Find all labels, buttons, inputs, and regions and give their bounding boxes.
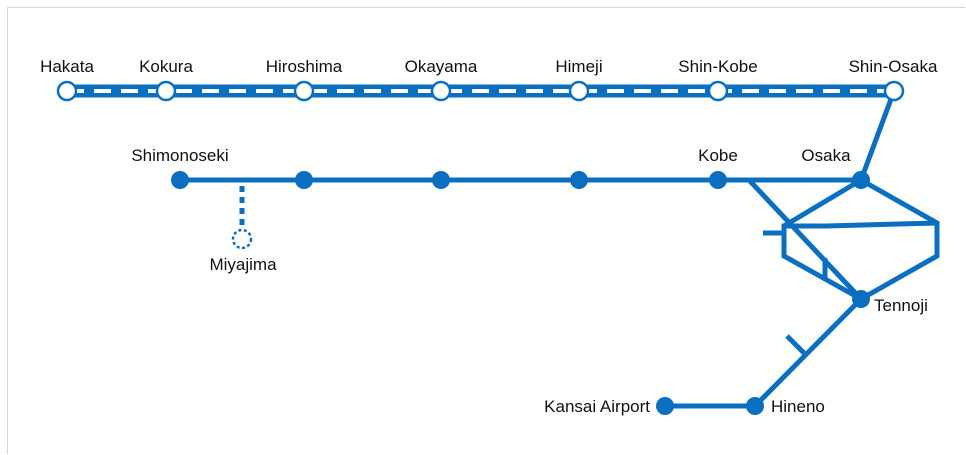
label-shin-osaka: Shin-Osaka [849,57,938,76]
label-hiroshima: Hiroshima [266,57,343,76]
station-hineno[interactable] [746,397,764,415]
track-layer [67,84,940,409]
map-frame [7,7,965,454]
station-hiroshima[interactable] [293,80,315,102]
label-himeji: Himeji [555,57,602,76]
station-kobe[interactable] [709,171,727,189]
station-okayama[interactable] [430,80,452,102]
hanwa-line-track [753,297,863,408]
station-himeji[interactable] [568,80,590,102]
station-shimonoseki[interactable] [171,171,189,189]
label-shimonoseki: Shimonoseki [131,146,228,165]
station-kokura[interactable] [155,80,177,102]
station-unlabeled-3[interactable] [570,171,588,189]
station-osaka[interactable] [852,171,870,189]
station-shin-kobe[interactable] [707,80,729,102]
station-shin-osaka[interactable] [883,80,905,102]
station-unlabeled-1[interactable] [295,171,313,189]
station-tennoji[interactable] [852,290,870,308]
shin-osaka-osaka-connector [858,90,897,181]
label-shin-kobe: Shin-Kobe [678,57,757,76]
label-osaka: Osaka [801,146,851,165]
osaka-loop-diagonal [782,177,863,229]
label-kokura: Kokura [139,57,193,76]
label-kobe: Kobe [698,146,738,165]
station-hakata[interactable] [56,80,78,102]
kobe-tennoji-line [747,178,863,301]
label-okayama: Okayama [405,57,478,76]
label-kansai-airport: Kansai Airport [544,397,650,416]
station-layer [56,80,905,415]
label-miyajima: Miyajima [209,255,277,274]
label-tennoji: Tennoji [874,296,928,315]
label-hakata: Hakata [40,57,94,76]
label-hineno: Hineno [771,397,825,416]
label-layer: Hakata Kokura Hiroshima Okayama Himeji S… [40,57,938,416]
station-unlabeled-2[interactable] [432,171,450,189]
station-miyajima[interactable] [231,228,253,250]
station-kansai-airport[interactable] [656,397,674,415]
hanwa-branch-stub [785,334,808,357]
